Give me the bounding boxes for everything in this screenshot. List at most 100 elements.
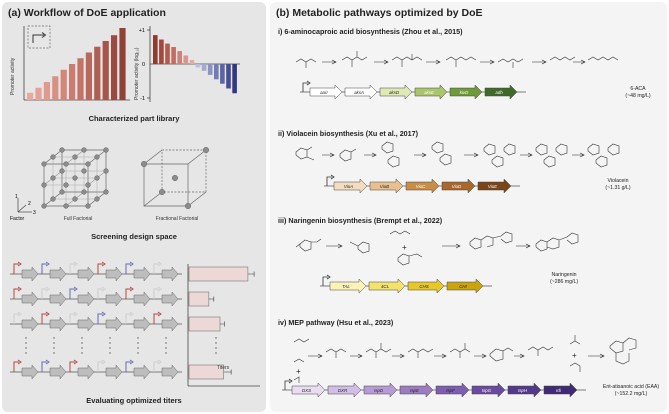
gene-arrow-icon xyxy=(105,266,123,282)
gene-arrow-icon xyxy=(133,316,151,332)
gene-label-kivD: kivD xyxy=(460,90,469,95)
naringenin-plus-sign: + xyxy=(402,243,407,252)
gene-VioE xyxy=(477,178,512,194)
design-point xyxy=(41,182,47,188)
gene-label-IspE: IspE xyxy=(410,388,419,393)
ellipsis-dot xyxy=(109,342,111,344)
gene-arrow-icon xyxy=(49,291,67,307)
promoter-arrow-icon xyxy=(125,288,131,299)
gene-IspG xyxy=(471,382,506,398)
gene-adh xyxy=(484,84,518,100)
gene-arrow-icon xyxy=(77,291,95,307)
design-point xyxy=(72,154,78,160)
factor-label: Factor xyxy=(10,216,25,222)
design-point xyxy=(59,189,65,195)
ellipsis-dot xyxy=(109,337,111,339)
design-point xyxy=(94,154,100,160)
design-point xyxy=(41,203,47,209)
design-caption: Screening design space xyxy=(91,232,177,241)
gene-arrow-icon xyxy=(49,266,67,282)
design-point xyxy=(63,203,69,209)
gene-label-Idi: Idi xyxy=(556,388,562,393)
design-point xyxy=(81,189,87,195)
violacein-reaction-arrows xyxy=(322,152,585,158)
product-eaa-name: Ent-atisanoic acid (EAA) xyxy=(602,384,660,390)
library-caption: Characterized part library xyxy=(88,114,180,123)
gene-VioC xyxy=(405,178,440,194)
gene-label-IspG: IspG xyxy=(482,388,492,393)
aca-molecules xyxy=(295,51,619,68)
design-point xyxy=(63,161,69,167)
design-point xyxy=(103,189,109,195)
design-point xyxy=(72,175,78,181)
gene-arrow-icon xyxy=(49,364,67,380)
promoter-arrow-icon xyxy=(97,263,103,274)
gene-label-CHS: CHS xyxy=(419,284,428,289)
titer-error-bar-4 xyxy=(223,369,232,375)
promoter-arrow-icon xyxy=(41,313,47,324)
gene-arrow-icon xyxy=(21,364,39,380)
product-eaa-titer: (~152.2 mg/L) xyxy=(614,390,648,397)
gene-arrow-icon xyxy=(77,364,95,380)
gene-CHS xyxy=(407,278,445,294)
product-naringenin-name: Naringenin xyxy=(551,272,577,278)
gene-label-VioB: VioB xyxy=(380,184,389,189)
promoter-arrow-icon xyxy=(41,263,47,274)
aca-reaction-arrows xyxy=(322,59,586,65)
product-aca: 6-ACA(~48 mg/L) xyxy=(610,86,666,99)
ellipsis-dot xyxy=(165,342,167,344)
design-point xyxy=(72,196,78,202)
pathway-title-aca: i) 6-aminocaproic acid biosynthesis (Zho… xyxy=(278,27,463,36)
ellipsis-dot xyxy=(137,337,139,339)
gene-label-IspD: IspD xyxy=(374,388,384,393)
gene-label-DXR: DXR xyxy=(338,388,348,393)
promoter-arrow-icon xyxy=(153,313,159,324)
axis-number-3: 3 xyxy=(33,210,36,216)
gene-label-aksA: aksA xyxy=(354,90,364,95)
ellipsis-dot xyxy=(53,352,55,354)
design-point xyxy=(50,154,56,160)
product-violacein: Violacein(~1.31 g/L) xyxy=(586,178,650,191)
ellipsis-dot xyxy=(215,352,217,354)
product-naringenin-titer: (~286 mg/L) xyxy=(549,278,579,285)
pathway-molecules: + + + xyxy=(293,51,637,383)
design-point xyxy=(81,147,87,153)
design-point xyxy=(85,161,91,167)
ellipsis-dot xyxy=(109,347,111,349)
ellipsis-dot xyxy=(25,337,27,339)
promoter-arrow-icon xyxy=(153,361,159,372)
gene-arrow-icon xyxy=(21,291,39,307)
titer-bar-3 xyxy=(188,316,221,332)
ellipsis-dot xyxy=(81,347,83,349)
promoter-arrow-icon xyxy=(41,288,47,299)
violacein-molecules xyxy=(295,141,620,168)
design-point xyxy=(50,196,56,202)
gene-IspH xyxy=(507,382,542,398)
gene-label-VioE: VioE xyxy=(488,184,497,189)
gene-arrow-icon xyxy=(105,291,123,307)
ellipsis-dot xyxy=(53,347,55,349)
panel-b: (b) Metabolic pathways optimized by DoE … xyxy=(270,2,667,412)
gene-label-TAL: TAL xyxy=(342,284,350,289)
gene-arrow-icon xyxy=(77,266,95,282)
ellipsis-dot xyxy=(137,347,139,349)
design-point xyxy=(85,203,91,209)
factor-axes xyxy=(17,198,32,213)
titer-error-bar-3 xyxy=(220,321,225,327)
product-aca-titer: (~48 mg/L) xyxy=(625,92,651,99)
ellipsis-dot xyxy=(109,352,111,354)
gene-DXS xyxy=(291,382,326,398)
design-point xyxy=(103,168,109,174)
design-point xyxy=(81,168,87,174)
gene-TAL xyxy=(329,278,367,294)
gene-arrow-icon xyxy=(161,364,179,380)
gene-arrow-icon xyxy=(49,316,67,332)
ellipsis-dot xyxy=(53,342,55,344)
promoter-arrow-icon xyxy=(153,263,159,274)
gene-label-IspF: IspF xyxy=(446,388,455,393)
gene-arrow-icon xyxy=(105,364,123,380)
ellipsis-dot xyxy=(25,342,27,344)
panel-a: (a) Workflow of DoE application Promoter… xyxy=(2,2,266,412)
gene-arrow-icon xyxy=(161,316,179,332)
